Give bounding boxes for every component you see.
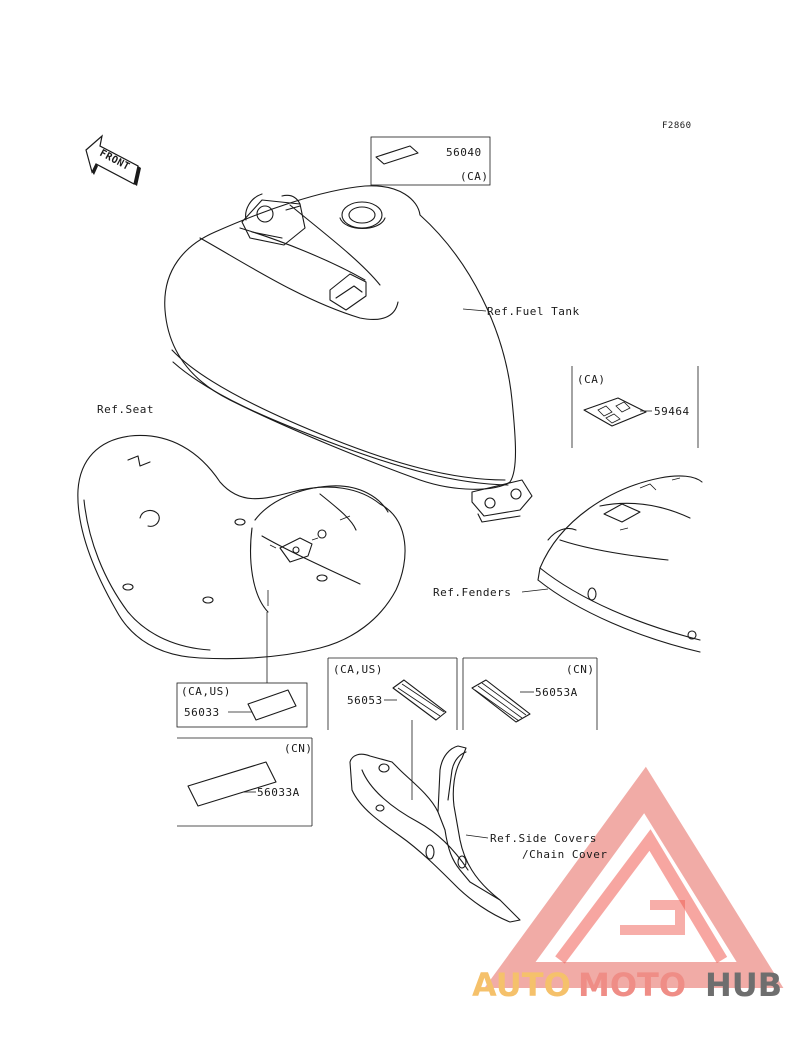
part-56033A-region: (CN) [284, 742, 313, 755]
part-56040-box [370, 136, 491, 186]
decal-56033A-icon [187, 761, 277, 807]
part-56033-group: (CA,US) 56033 [176, 612, 308, 728]
ref-seat[interactable]: Ref.Seat [97, 403, 154, 416]
fuel-cap-icon [341, 201, 383, 229]
fender-drawing [537, 475, 703, 653]
watermark-triangle-icon [484, 766, 784, 988]
watermark-hub: HUB [705, 966, 782, 1004]
part-59464-group: (CA) 59464 [571, 366, 699, 448]
watermark-logo [484, 766, 784, 988]
leader-fuel-tank [462, 308, 487, 312]
seat-latch-icon [269, 515, 351, 563]
part-56033A-group: (CN) 56033A [177, 737, 313, 827]
part-59464-number[interactable]: 59464 [654, 405, 690, 418]
part-56040-group: 56040 (CA) [370, 136, 491, 186]
ref-fuel-tank[interactable]: Ref.Fuel Tank [487, 305, 580, 318]
ref-side-covers-line1[interactable]: Ref.Side Covers [490, 832, 597, 845]
seat-emblem-icon [139, 509, 160, 527]
part-56033-number[interactable]: 56033 [184, 706, 220, 719]
decal-56053A-icon [471, 679, 531, 723]
part-59464-region: (CA) [577, 373, 606, 386]
front-arrow-icon [85, 134, 141, 186]
fender-plate-icon [603, 503, 641, 523]
part-56033A-number[interactable]: 56033A [257, 786, 300, 799]
part-56053-group: (CA,US) 56053 [327, 657, 458, 800]
tank-mount-bracket-icon [241, 193, 306, 246]
seat-drawing [77, 434, 406, 660]
decal-56053-icon [392, 679, 447, 721]
part-56033-box [176, 682, 308, 728]
part-56040-number[interactable]: 56040 [446, 146, 482, 159]
part-56040-region: (CA) [460, 170, 489, 183]
part-56053-region: (CA,US) [333, 663, 383, 676]
part-56053A-region: (CN) [566, 663, 595, 676]
part-56053A-group: (CN) 56053A [462, 657, 598, 730]
part-56053-number[interactable]: 56053 [347, 694, 383, 707]
part-56033-region: (CA,US) [181, 685, 231, 698]
seat-mark-icon [127, 455, 151, 467]
fuel-tank-drawing [164, 185, 533, 523]
ref-side-covers-line2[interactable]: /Chain Cover [522, 848, 607, 861]
figure-code: F2860 [662, 121, 692, 131]
decal-56033-icon [247, 689, 297, 721]
ref-fenders[interactable]: Ref.Fenders [433, 586, 511, 599]
side-cover-drawing [349, 745, 521, 923]
watermark-auto: AUTO [472, 966, 571, 1004]
watermark-moto: MOTO [578, 966, 686, 1004]
decal-56040-icon [375, 145, 419, 165]
leader-side-covers [465, 834, 489, 839]
fuel-gauge-icon [329, 273, 367, 311]
leader-fenders [521, 588, 549, 593]
part-56053A-number[interactable]: 56053A [535, 686, 578, 699]
decal-59464-icon [583, 397, 647, 427]
tank-rear-mount-icon [471, 479, 533, 523]
